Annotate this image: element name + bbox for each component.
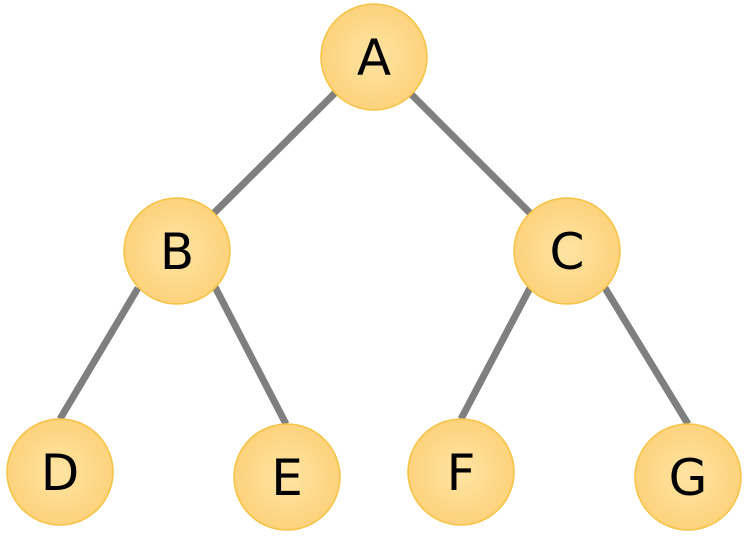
node-b: B: [123, 197, 231, 305]
node-e-label: E: [271, 449, 303, 507]
edge-a-b: [209, 90, 338, 218]
node-c: C: [513, 197, 621, 305]
node-c-label: C: [550, 223, 585, 281]
node-a: A: [320, 3, 428, 111]
edge-b-e: [209, 281, 290, 426]
edge-b-d: [56, 286, 142, 421]
node-f: F: [407, 418, 515, 526]
node-f-label: F: [447, 444, 476, 502]
edge-a-c: [407, 90, 533, 216]
edges-layer: [56, 90, 691, 426]
node-b-label: B: [160, 223, 194, 281]
edge-c-f: [457, 286, 534, 421]
node-d: D: [6, 418, 114, 526]
node-g: G: [634, 423, 742, 531]
node-a-label: A: [357, 29, 391, 87]
nodes-layer: A B C D E F G: [6, 3, 742, 531]
node-e: E: [233, 423, 341, 531]
node-d-label: D: [41, 444, 80, 502]
node-g-label: G: [669, 449, 708, 507]
edge-c-g: [602, 286, 691, 426]
